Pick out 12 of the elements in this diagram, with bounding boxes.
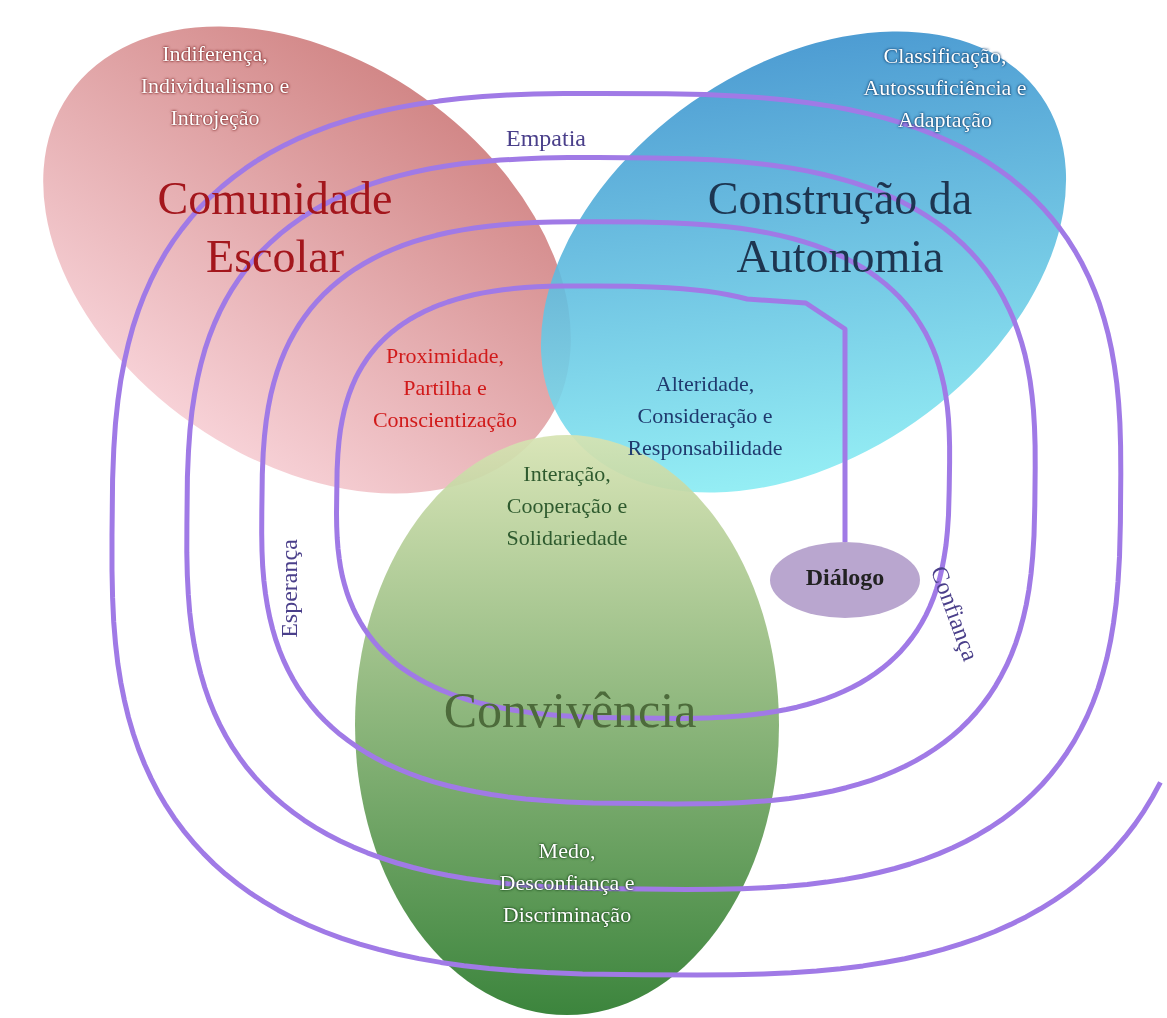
note-text: Interação, Cooperação e Solidariedade	[505, 460, 629, 552]
heading-text: Comunidade Escolar	[156, 172, 394, 284]
note-text: Classificação, Autossuficiência e Adaptação	[862, 42, 1028, 134]
note-text: Proximidade, Partilha e Conscientização	[371, 342, 519, 434]
node-label: Diálogo	[804, 563, 886, 592]
ellipse-region	[770, 542, 920, 618]
heading-text: Construção da Autonomia	[706, 172, 974, 284]
spiral-label: Esperança	[275, 539, 303, 638]
spiral-label: Empatia	[506, 125, 586, 152]
spiral-line	[109, 90, 1163, 978]
note-text: Alteridade, Consideração e Responsabilidade	[626, 370, 784, 462]
note-text: Indiferença, Individualismo e Introjeção	[140, 40, 290, 132]
